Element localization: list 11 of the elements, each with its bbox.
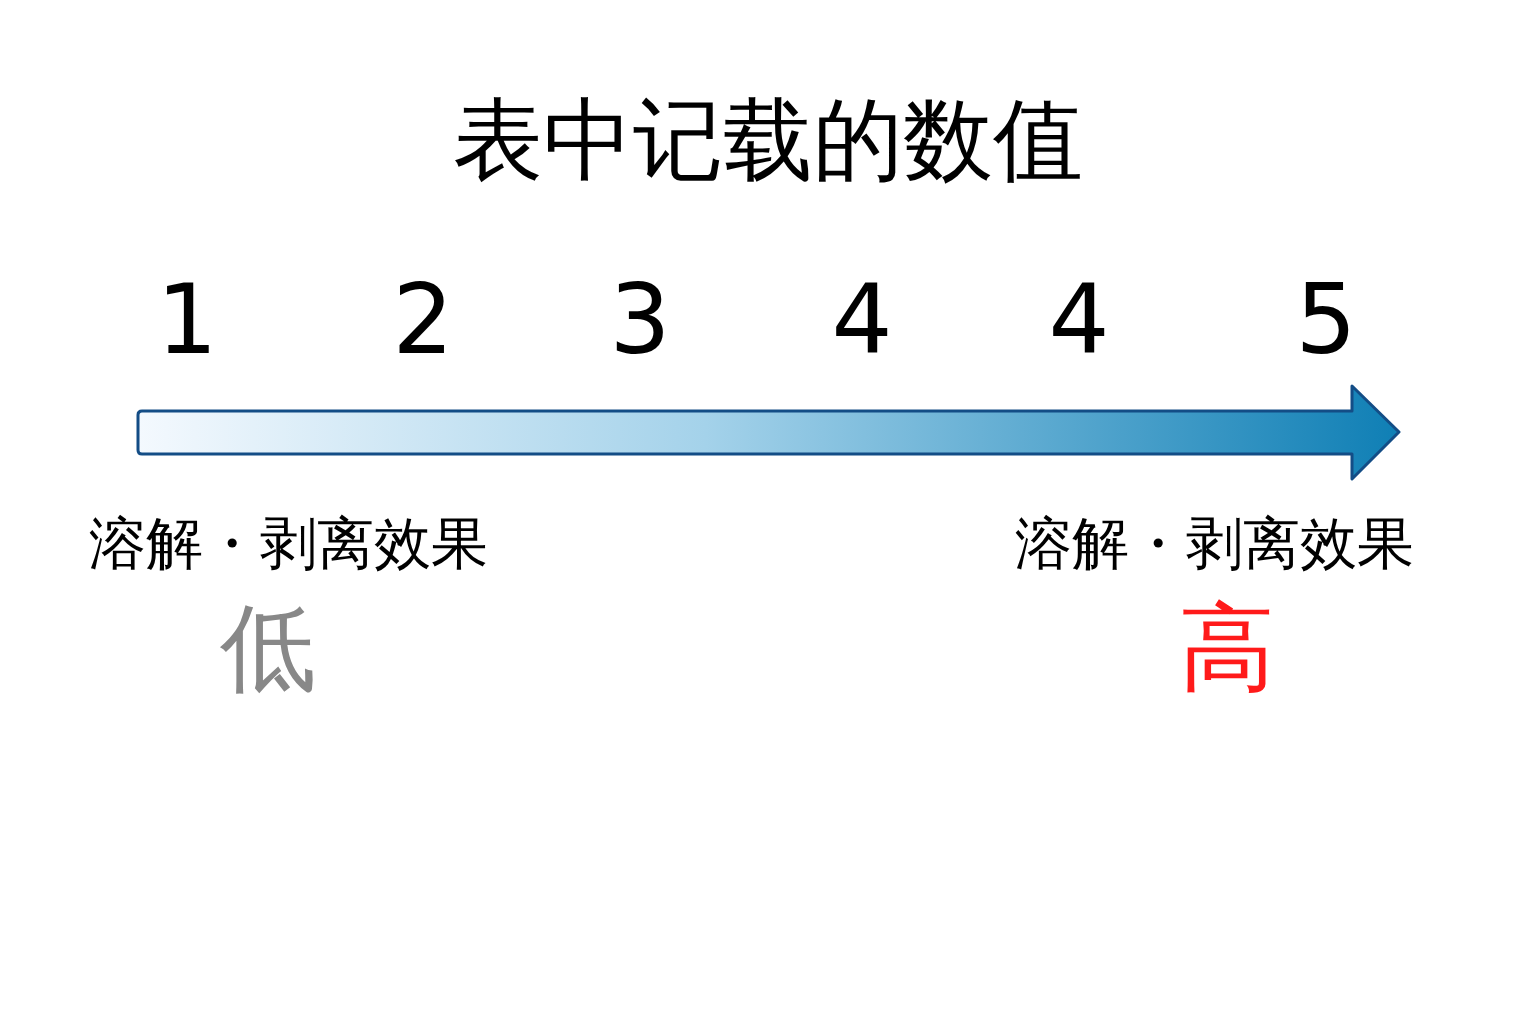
high-level-label: 高 — [1179, 600, 1275, 696]
chart-title: 表中记载的数值 — [453, 95, 1083, 185]
scale-end-caption: 溶解・剥离效果 — [1014, 515, 1414, 572]
scale-number: 4 — [831, 272, 893, 368]
scale-number: 1 — [156, 272, 218, 368]
low-level-label: 低 — [220, 600, 316, 696]
scale-number: 5 — [1295, 272, 1357, 368]
scale-number: 2 — [392, 272, 454, 368]
scale-number: 3 — [609, 272, 671, 368]
scale-number: 4 — [1048, 272, 1110, 368]
scale-end-caption: 溶解・剥离效果 — [88, 515, 488, 572]
